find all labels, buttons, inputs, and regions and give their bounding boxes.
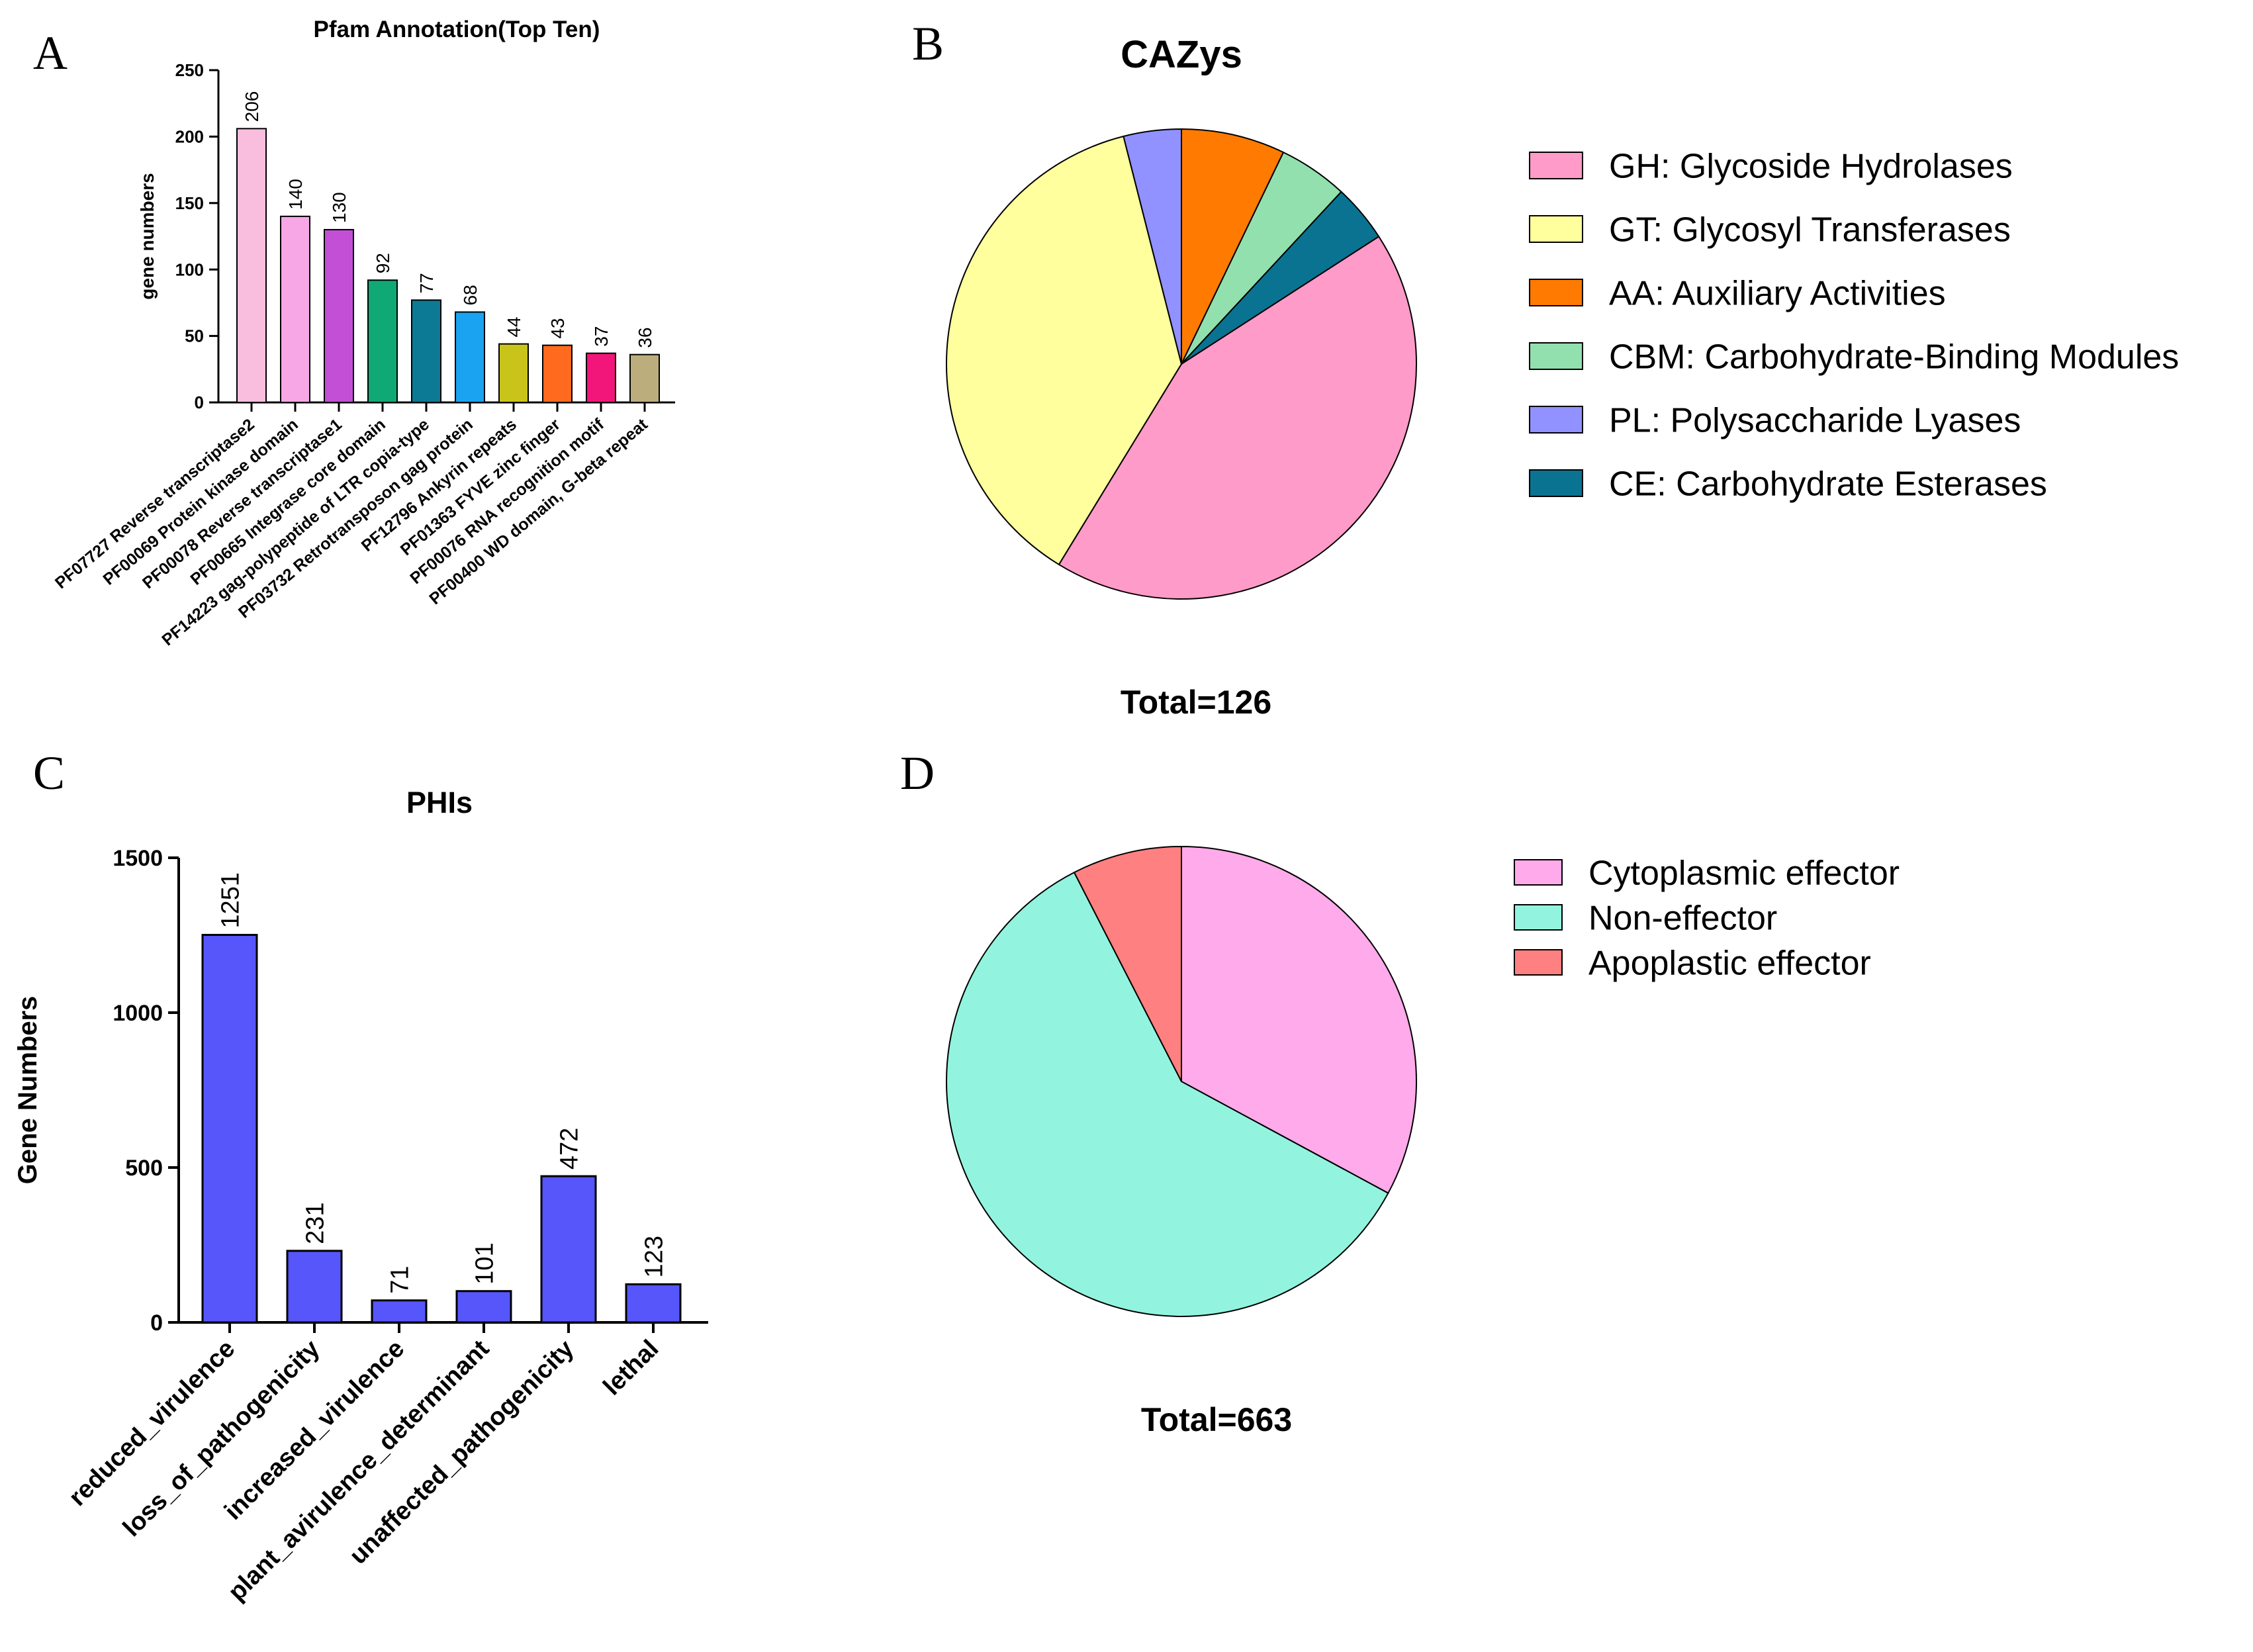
panel-letter-d: D — [900, 747, 935, 800]
y-tick-label: 0 — [150, 1310, 163, 1336]
bar-value-label: 130 — [329, 192, 349, 223]
legend-label: Cytoplasmic effector — [1588, 854, 1900, 893]
legend-swatch — [1529, 406, 1583, 434]
effector-legend: Cytoplasmic effectorNon-effectorApoplast… — [1514, 854, 1900, 983]
bar-value-label: 101 — [471, 1242, 498, 1284]
y-tick-label: 0 — [195, 392, 204, 412]
legend-label: PL: Polysaccharide Lyases — [1609, 402, 2021, 440]
y-tick-label: 250 — [175, 60, 204, 80]
legend-label: CE: Carbohydrate Esterases — [1609, 465, 2047, 504]
bar — [367, 279, 398, 403]
y-tick-label: 500 — [125, 1156, 163, 1181]
bar-value-label: 44 — [504, 316, 524, 337]
chart-title-cazys: CAZys — [1121, 33, 1242, 76]
panel-letter-a: A — [33, 26, 68, 79]
x-category-label: reduced_virulence — [64, 1335, 240, 1512]
bar — [542, 344, 573, 404]
bar-value-label: 92 — [373, 253, 393, 273]
bar — [586, 352, 616, 403]
pie-slice — [1073, 845, 1182, 1082]
cazys-pie-chart — [946, 128, 1418, 600]
bar-value-label: 36 — [635, 328, 655, 348]
pie-slice — [1181, 845, 1417, 1195]
panel-d-effectors: D Cytoplasmic effectorNon-effectorApopla… — [900, 747, 1900, 1438]
bar-value-label: 43 — [547, 318, 568, 338]
bar-value-label: 68 — [460, 285, 481, 305]
y-tick-label: 50 — [185, 326, 204, 346]
y-axis-label: Gene Numbers — [13, 996, 42, 1185]
y-tick-label: 200 — [175, 127, 204, 147]
legend-swatch — [1529, 215, 1583, 243]
bar-value-label: 206 — [242, 91, 262, 122]
bar — [498, 343, 529, 404]
legend-swatch — [1529, 342, 1583, 370]
bar-value-label: 140 — [285, 179, 306, 210]
panel-letter-b: B — [912, 17, 944, 70]
y-tick-label: 150 — [175, 193, 204, 213]
pie-slice — [946, 135, 1183, 566]
effector-pie-chart — [946, 845, 1417, 1317]
bar — [201, 934, 258, 1324]
y-tick-label: 1500 — [113, 846, 163, 871]
bar-value-label: 37 — [591, 326, 612, 347]
legend-swatch — [1514, 859, 1563, 886]
chart-title-pfam: Pfam Annotation(Top Ten) — [314, 17, 600, 42]
chart-title-phis: PHIs — [406, 786, 473, 819]
y-tick-label: 100 — [175, 259, 204, 279]
legend-label: Apoplastic effector — [1588, 944, 1871, 983]
legend-label: GH: Glycoside Hydrolases — [1609, 148, 2013, 186]
bar-value-label: 123 — [640, 1236, 668, 1277]
bar — [540, 1175, 597, 1324]
y-axis-label: gene numbers — [137, 173, 158, 299]
bar — [455, 1290, 512, 1324]
bar-value-label: 1251 — [216, 872, 244, 929]
pie-slice — [1123, 128, 1182, 365]
effector-total: Total=663 — [1141, 1401, 1292, 1438]
panel-letter-c: C — [33, 747, 65, 800]
bar-value-label: 472 — [555, 1128, 583, 1170]
legend-label: AA: Auxiliary Activities — [1609, 275, 1946, 313]
legend-label: GT: Glycosyl Transferases — [1609, 211, 2011, 250]
legend-swatch — [1529, 152, 1583, 179]
pie-slice — [1181, 128, 1285, 365]
bar-value-label: 231 — [301, 1202, 329, 1244]
legend-swatch — [1514, 949, 1563, 976]
x-category-label: lethal — [598, 1335, 664, 1401]
y-tick-label: 1000 — [113, 1001, 163, 1026]
legend-swatch — [1529, 279, 1583, 306]
pie-slice — [946, 871, 1389, 1317]
legend-swatch — [1529, 469, 1583, 497]
bar — [455, 311, 485, 403]
bar — [625, 1283, 682, 1324]
legend-label: Non-effector — [1588, 899, 1777, 938]
bar — [629, 353, 660, 403]
bar — [371, 1299, 428, 1324]
bar — [280, 215, 310, 403]
bar — [286, 1250, 343, 1324]
cazys-total: Total=126 — [1121, 684, 1271, 721]
panel-a-pfam: A Pfam Annotation(Top Ten) 0 50 100 150 200 2… — [33, 17, 675, 649]
pie-slice — [1058, 236, 1418, 600]
bar — [236, 128, 267, 404]
bar — [324, 228, 354, 403]
legend-swatch — [1514, 904, 1563, 931]
bar-value-label: 77 — [416, 273, 437, 293]
legend-label: CBM: Carbohydrate-Binding Modules — [1609, 338, 2179, 377]
bar — [411, 299, 441, 403]
bar-value-label: 71 — [386, 1265, 414, 1293]
